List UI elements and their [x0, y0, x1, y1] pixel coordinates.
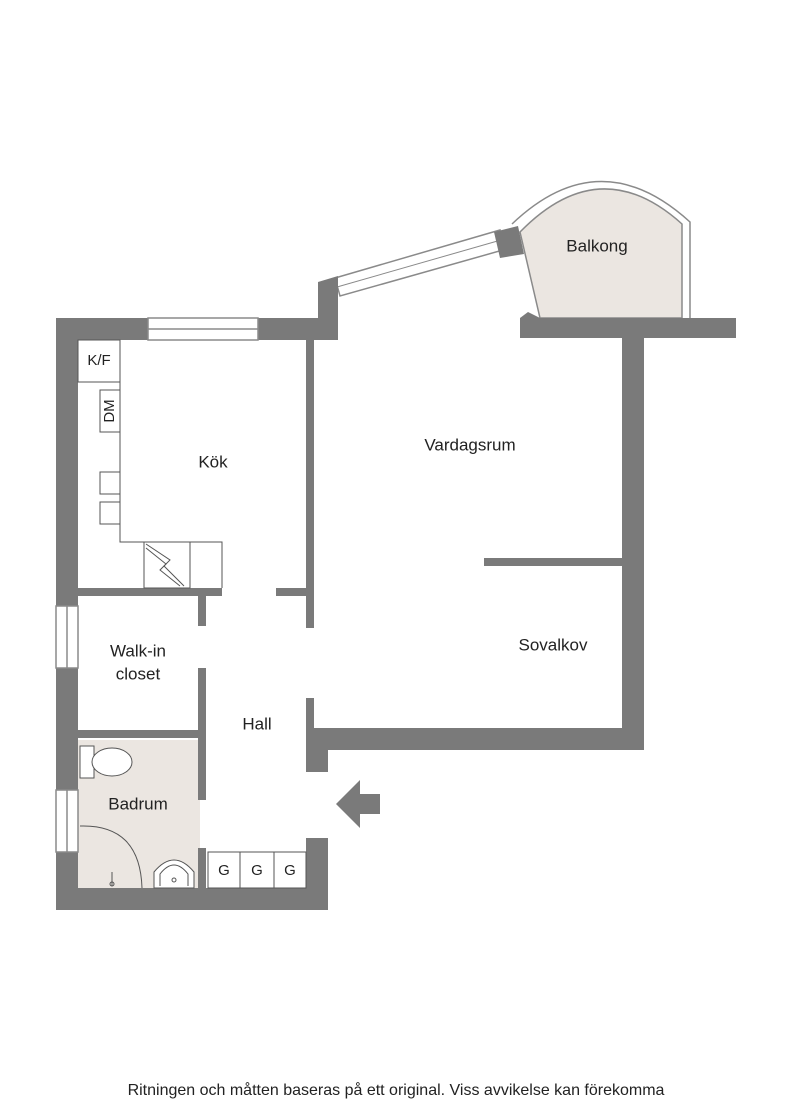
wardrobes: [207, 851, 307, 889]
shower-drain: [109, 872, 115, 887]
wardrobe-label-3: G: [284, 862, 296, 879]
room-label-walkin: Walk-in: [110, 641, 166, 660]
entry-arrow: [336, 780, 380, 828]
room-label-vardagsrum: Vardagsrum: [424, 435, 515, 454]
room-label-sovalkov: Sovalkov: [519, 635, 588, 654]
toilet: [79, 745, 133, 779]
balcony-floor: [519, 188, 683, 319]
room-label-badrum: Badrum: [108, 794, 168, 813]
disclaimer-text: Ritningen och måtten baseras på ett orig…: [127, 1082, 665, 1099]
angled-window-glass: [336, 239, 502, 288]
interior-walls: [78, 338, 624, 890]
room-label-kok: Kök: [198, 452, 228, 471]
sink: [153, 859, 195, 889]
dishwasher-label: DM: [101, 399, 118, 422]
shower-curve: [79, 825, 143, 889]
room-label-closet: closet: [116, 664, 161, 683]
exterior-walls: [56, 226, 736, 910]
fridge-freezer-label: K/F: [87, 352, 110, 369]
kitchen-counter: [77, 339, 223, 589]
windows: [55, 317, 259, 853]
room-label-balkong: Balkong: [566, 236, 627, 255]
wardrobe-label-2: G: [251, 862, 263, 879]
wardrobe-label-1: G: [218, 862, 230, 879]
balcony-railing: [511, 180, 691, 318]
room-label-hall: Hall: [242, 714, 271, 733]
